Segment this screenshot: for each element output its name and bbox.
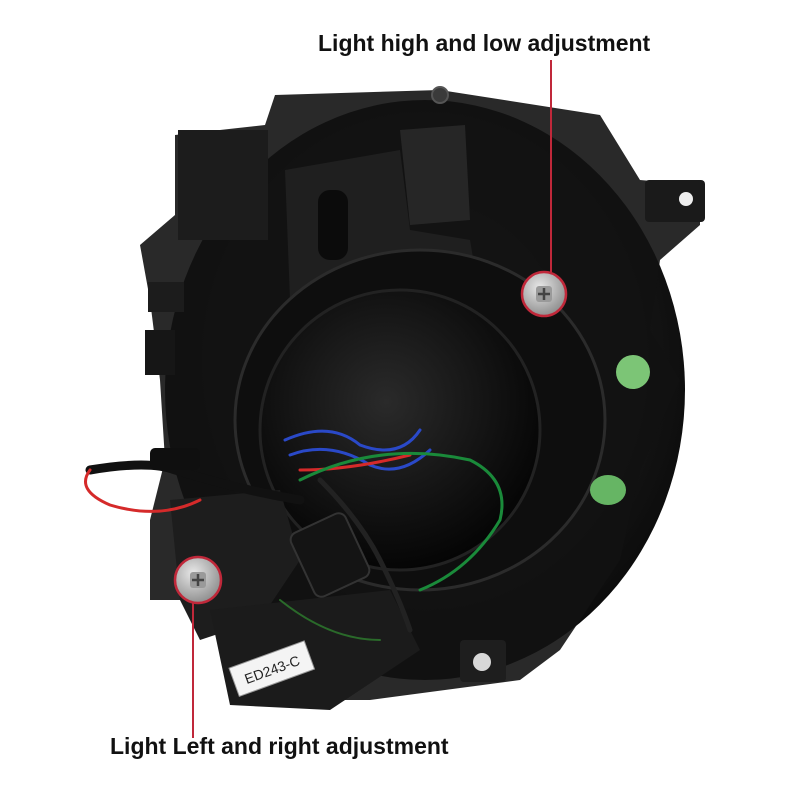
wiring-harness [84, 428, 504, 641]
left-right-adjustment-label: Light Left and right adjustment [110, 733, 449, 759]
green-sticker [590, 475, 626, 505]
high-low-adjuster-screw [520, 270, 568, 318]
green-sticker [616, 355, 650, 389]
ballast-module: ED243-C [210, 590, 420, 710]
left-right-adjuster-screw [173, 555, 223, 605]
high-low-adjustment-label: Light high and low adjustment [318, 30, 651, 56]
headlight-housing [140, 86, 705, 700]
